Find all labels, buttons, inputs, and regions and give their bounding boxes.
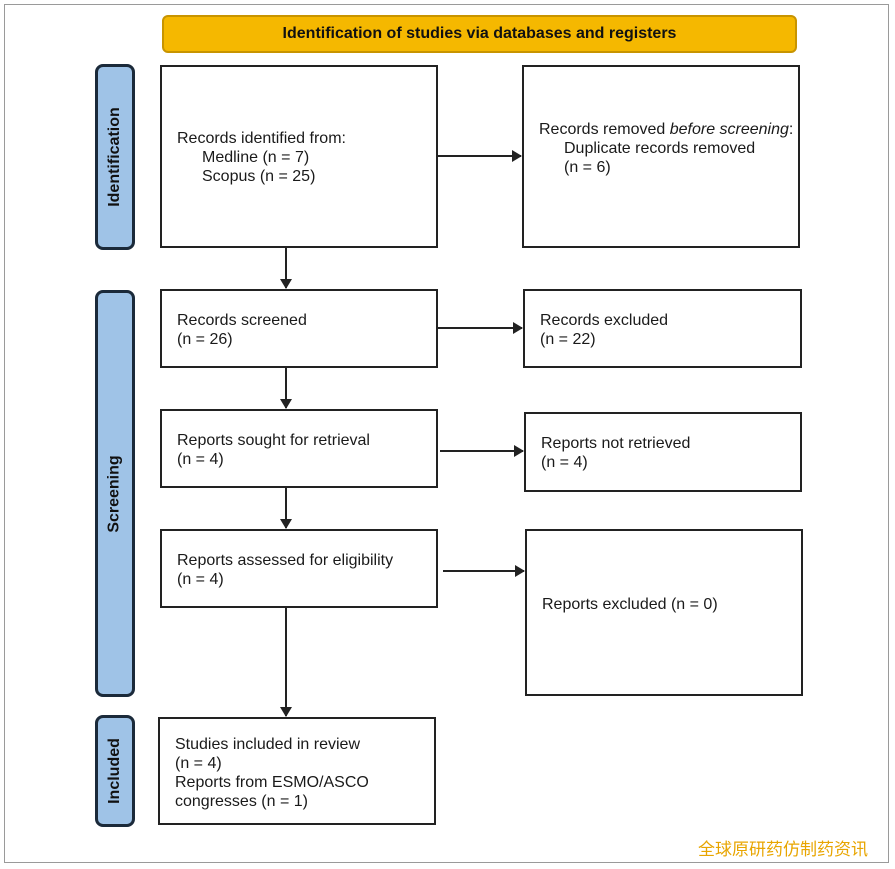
reports-assessed-count: (n = 4) [177, 571, 224, 588]
reports-excluded-box: Reports excluded (n = 0) [525, 529, 803, 696]
records-excluded-count: (n = 22) [540, 331, 596, 348]
removed-italic: before screening [669, 121, 789, 138]
arrow-screened-to-sought [280, 368, 292, 409]
diagram-header: Identification of studies via databases … [162, 15, 797, 53]
reports-excluded-title: Reports excluded (n = 0) [542, 596, 718, 613]
records-removed-box: Records removed before screening: Duplic… [522, 65, 800, 248]
arrow-screened-to-excluded [438, 322, 523, 334]
arrow-sought-to-not-retrieved [440, 445, 524, 457]
removed-prefix: Records removed [539, 121, 670, 138]
records-identified-box: Records identified from: Medline (n = 7)… [160, 65, 438, 248]
congress-reports-title: Reports from ESMO/ASCO [175, 774, 369, 791]
arrow-identified-to-removed [438, 150, 522, 162]
studies-included-title: Studies included in review [175, 736, 360, 753]
studies-included-count: (n = 4) [175, 755, 222, 772]
medline-count: Medline (n = 7) [202, 149, 310, 166]
reports-not-retrieved-box: Reports not retrieved (n = 4) [524, 412, 802, 492]
studies-included-box: Studies included in review (n = 4) Repor… [158, 717, 436, 825]
records-excluded-title: Records excluded [540, 312, 669, 329]
records-excluded-box: Records excluded (n = 22) [523, 289, 802, 368]
phase-included-label: Included [106, 738, 123, 804]
phase-screening: Screening [95, 290, 135, 697]
scopus-count: Scopus (n = 25) [202, 168, 316, 185]
phase-included: Included [95, 715, 135, 827]
header-title: Identification of studies via databases … [282, 25, 677, 42]
reports-sought-box: Reports sought for retrieval (n = 4) [160, 409, 438, 488]
reports-not-retrieved-title: Reports not retrieved [541, 435, 691, 452]
arrow-assessed-to-excluded [443, 565, 525, 577]
congress-reports-count: congresses (n = 1) [175, 793, 308, 810]
arrow-identified-to-screened [280, 248, 292, 289]
watermark-text: 全球原研药仿制药资讯 [698, 840, 868, 860]
reports-sought-title: Reports sought for retrieval [177, 432, 370, 449]
phase-screening-label: Screening [106, 454, 124, 533]
diagram-frame [4, 4, 889, 863]
reports-not-retrieved-count: (n = 4) [541, 454, 588, 471]
reports-sought-count: (n = 4) [177, 451, 224, 468]
reports-assessed-title: Reports assessed for eligibility [177, 552, 394, 569]
removed-suffix: : [788, 121, 794, 138]
reports-assessed-box: Reports assessed for eligibility (n = 4) [160, 529, 438, 608]
duplicates-label: Duplicate records removed [564, 140, 756, 157]
duplicates-count: (n = 6) [564, 159, 611, 176]
records-screened-title: Records screened [177, 312, 307, 329]
records-screened-box: Records screened (n = 26) [160, 289, 438, 368]
records-removed-title: Records removed before screening: [539, 120, 798, 139]
records-identified-title: Records identified from: [177, 130, 346, 147]
arrow-sought-to-assessed [280, 488, 292, 529]
records-screened-count: (n = 26) [177, 331, 233, 348]
phase-identification: Identification [95, 64, 135, 250]
arrow-assessed-to-included [280, 608, 292, 717]
phase-identification-label: Identification [106, 107, 123, 207]
